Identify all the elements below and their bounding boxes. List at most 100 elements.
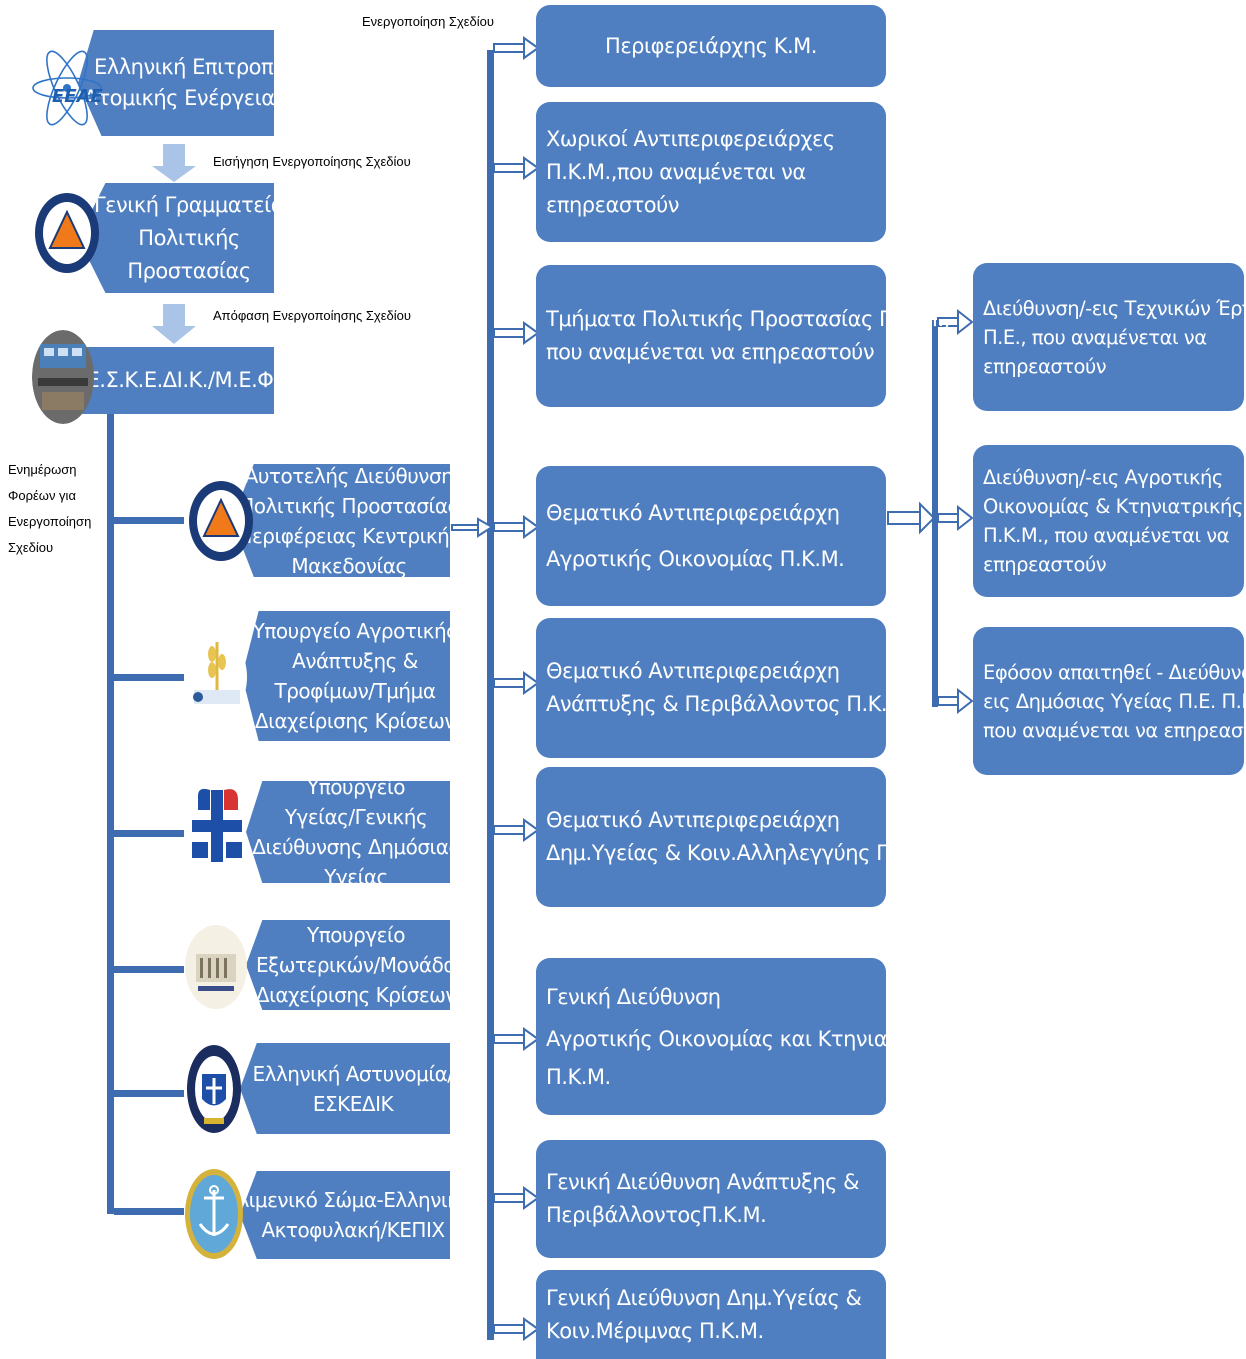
gspp-line-1: Γενική Γραμματεία [93,192,285,217]
atom-logo-icon [32,40,102,130]
middle-trunk-line [487,50,494,1340]
health-ministry-icon [188,786,246,876]
right-2-line-4: επηρεαστούν [983,553,1107,576]
agency-6-line-1: Λιμενικό Σώμα-Ελληνική [235,1188,471,1212]
agency-police-box: Ελληνική Αστυνομία/ ΕΣΚΕΔΙΚ [240,1043,450,1134]
agency-3-line-1: Υπουργείο [307,775,405,799]
middle-1-line-1: Περιφερειάρχης Κ.Μ. [605,33,817,58]
middle-9-line-1: Γενική Διεύθυνση Δημ.Υγείας & [546,1285,862,1310]
agency-agriculture-box: Υπουργείο Αγροτικής Ανάπτυξης & Τροφίμων… [242,611,450,741]
proposal-label: Εισήγηση Ενεργοποίησης Σχεδίου [213,154,411,169]
agency-1-line-3: Περιφέρειας Κεντρικής [237,523,461,548]
agency-4-line-3: Διαχείρισης Κρίσεων [255,983,457,1007]
down-arrow-2 [152,304,196,344]
right-3-line-2: εις Δημόσιας Υγείας Π.Ε. Π.Κ.Μ., [983,689,1246,713]
middle-2-line-2: Π.Κ.Μ.,που αναμένεται να [546,159,806,184]
agency-2-line-1: Υπουργείο Αγροτικής [252,619,458,643]
middle-7-line-1: Γενική Διεύθυνση [546,984,721,1009]
right-box-public-health: Εφόσον απαιτηθεί - Διεύθυνση/- εις Δημόσ… [973,627,1246,775]
middle-5-line-2: Ανάπτυξης & Περιβάλλοντος Π.Κ.Μ. [546,692,911,716]
briefing-line-1: Ενημέρωση [8,462,77,477]
right-2-line-1: Διεύθυνση/-εις Αγροτικής [983,466,1223,489]
operations-room-icon [32,330,94,424]
agency-5-line-1: Ελληνική Αστυνομία/ [252,1061,454,1086]
middle-box-gd-dev-env: Γενική Διεύθυνση Ανάπτυξης & Περιβάλλοντ… [536,1140,886,1258]
agency-5-line-2: ΕΣΚΕΔΙΚ [312,1091,394,1116]
right-1-line-3: επηρεαστούν [983,354,1107,378]
gspp-line-2: Πολιτικής [138,225,240,250]
right-box-agri-vet: Διεύθυνση/-εις Αγροτικής Οικονομίας & Κτ… [973,445,1246,597]
right-2-line-2: Οικονομίας & Κτηνιατρικής Π.Ε. [983,495,1246,518]
middle-8-line-2: ΠεριβάλλοντοςΠ.Κ.Μ. [546,1203,767,1227]
agency-foreign-box: Υπουργείο Εξωτερικών/Μονάδα Διαχείρισης … [246,920,450,1010]
briefing-line-4: Σχεδίου [8,540,54,555]
agency-civil-protection-box: Αυτοτελής Διεύθυνση Πολιτικής Προστασίας… [232,464,450,577]
eeae-line-2: Ατομικής Ενέργειας [83,86,287,110]
foreign-ministry-icon [184,924,248,1010]
eskedik-label: Ε.Σ.Κ.Ε.ΔΙ.Κ./Μ.Ε.Φ. [86,368,280,392]
middle-box-dev-env-deputy: Θεματικό Αντιπεριφερειάρχη Ανάπτυξης & Π… [536,618,911,758]
agency-3-line-4: Υγείας [324,865,388,889]
left-branches [114,517,184,1215]
middle-3-line-1: Τμήματα Πολιτικής Προστασίας Π.Κ.Μ., [546,307,950,331]
agency-2-line-2: Ανάπτυξης & [292,649,418,673]
agency-1-line-2: Πολιτικής Προστασίας [239,493,459,518]
agency-2-line-4: Διαχείρισης Κρίσεων [254,709,456,733]
right-2-line-3: Π.Κ.Μ., που αναμένεται να [983,524,1230,547]
briefing-note: Ενημέρωση Φορέων για Ενεργοποίηση Σχεδίο… [8,457,91,561]
decision-label: Απόφαση Ενεργοποίησης Σχεδίου [213,308,411,323]
middle-branch-arrows [493,36,540,1341]
agency-health-box: Υπουργείο Υγείας/Γενικής Διεύθυνσης Δημό… [246,781,450,883]
right-3-line-3: που αναμένεται να επηρεαστούν [983,718,1246,742]
agency-3-line-3: Διεύθυνσης Δημόσιας [252,835,460,859]
agency-coast-guard-box: Λιμενικό Σώμα-Ελληνική Ακτοφυλακή/ΚΕΠΙΧ [240,1171,450,1259]
agency-2-line-3: Τροφίμων/Τμήμα [274,679,436,703]
coast-guard-icon [184,1168,244,1260]
middle-8-line-1: Γενική Διεύθυνση Ανάπτυξης & [546,1170,860,1194]
eeae-box: Ελληνική Επιτροπή Ατομικής Ενέργειας [78,30,274,136]
right-1-line-1: Διεύθυνση/-εις Τεχνικών Έργων [983,296,1246,320]
middle-6-line-1: Θεματικό Αντιπεριφερειάρχη [546,808,840,832]
middle-7-line-3: Π.Κ.Μ. [546,1064,611,1089]
eeae-line-1: Ελληνική Επιτροπή [94,55,286,79]
right-3-line-1: Εφόσον απαιτηθεί - Διεύθυνση/- [983,660,1246,684]
eskedik-box: Ε.Σ.Κ.Ε.ΔΙ.Κ./Μ.Ε.Φ. [78,347,280,414]
agency-4-line-1: Υπουργείο [307,923,405,947]
right-box-technical-works: Διεύθυνση/-εις Τεχνικών Έργων Π.Ε., που … [973,263,1246,411]
middle-box-gd-health: Γενική Διεύθυνση Δημ.Υγείας & Κοιν.Μέριμ… [536,1270,886,1359]
middle-box-gd-agri: Γενική Διεύθυνση Αγροτικής Οικονομίας κα… [536,958,956,1115]
agency-4-line-2: Εξωτερικών/Μονάδα [255,953,457,977]
middle-2-line-3: επηρεαστούν [546,192,680,217]
middle-4-line-2: Αγροτικής Οικονομίας Π.Κ.Μ. [546,547,845,571]
middle-box-agri-deputy: Θεματικό Αντιπεριφερειάρχη Αγροτικής Οικ… [536,466,886,606]
eeae-logo-text: ΕΕΑΕ [52,86,103,107]
agriculture-ministry-icon [186,632,248,722]
middle-box-spatial-deputies: Χωρικοί Αντιπεριφερειάρχες Π.Κ.Μ.,που αν… [536,102,886,242]
middle-box-health-deputy: Θεματικό Αντιπεριφερειάρχη Δημ.Υγείας & … [536,767,941,907]
gspp-line-3: Προστασίας [127,258,251,283]
feed-arrow [451,517,494,538]
right-1-line-2: Π.Ε., που αναμένεται να [983,325,1207,349]
agency-3-line-2: Υγείας/Γενικής [284,805,428,829]
civil-protection-icon [188,480,254,562]
briefing-line-3: Ενεργοποίηση [8,514,92,529]
middle-9-line-2: Κοιν.Μέριμνας Π.Κ.Μ. [546,1318,764,1343]
middle-7-line-2: Αγροτικής Οικονομίας και Κτηνιατρικής [546,1026,956,1051]
agency-1-line-1: Αυτοτελής Διεύθυνση [244,463,454,488]
down-arrow-1 [152,144,196,182]
agency-1-line-4: Μακεδονίας [291,553,407,578]
gspp-box: Γενική Γραμματεία Πολιτικής Προστασίας [78,183,274,293]
police-icon [186,1044,242,1134]
civil-protection-icon [34,192,100,274]
middle-4-line-1: Θεματικό Αντιπεριφερειάρχη [546,501,840,525]
middle-6-line-2: Δημ.Υγείας & Κοιν.Αλληλεγγύης Π.Κ.Μ. [546,841,941,865]
left-trunk-line [107,414,114,1214]
middle-5-line-1: Θεματικό Αντιπεριφερειάρχη [546,659,840,683]
right-connector [887,308,974,715]
activation-label: Ενεργοποίηση Σχεδίου [362,14,495,29]
agency-6-line-2: Ακτοφυλακή/ΚΕΠΙΧ [261,1218,445,1242]
middle-2-line-1: Χωρικοί Αντιπεριφερειάρχες [546,126,835,151]
briefing-line-2: Φορέων για [8,488,76,503]
middle-box-regional-governor: Περιφερειάρχης Κ.Μ. [536,5,886,87]
